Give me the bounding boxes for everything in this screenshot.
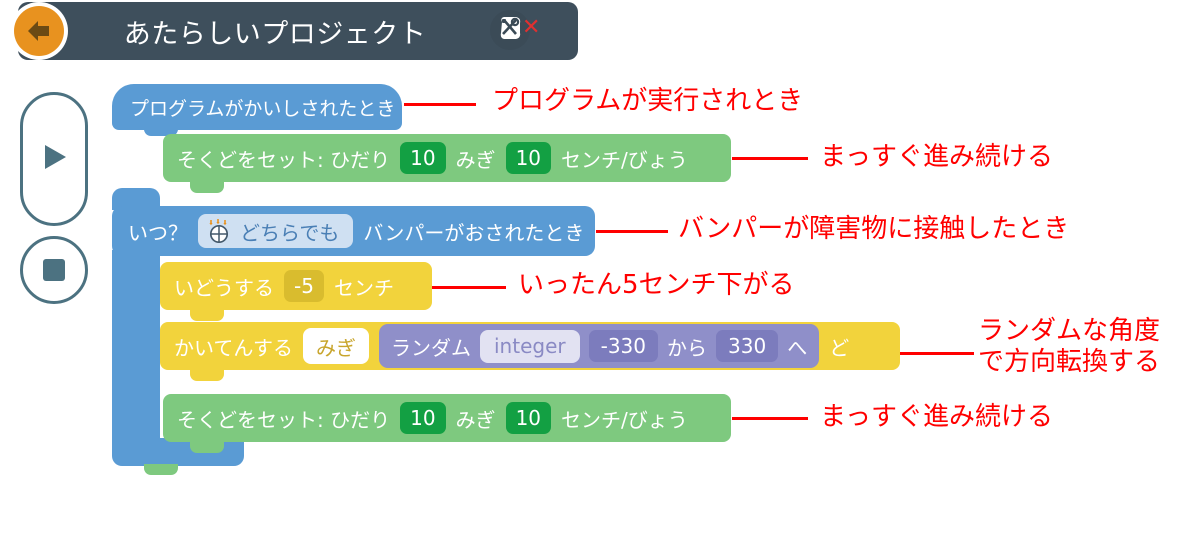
- when-sensor-value: どちらでも: [240, 220, 340, 245]
- annotation-5: ランダムな角度 で方向転換する: [978, 316, 1160, 377]
- leader-line-3: [596, 230, 668, 233]
- block-set-speed-2[interactable]: そくどをセット: ひだり 10 みぎ 10 センチ/びょう: [163, 394, 731, 442]
- leader-line-6: [732, 417, 808, 420]
- when-block-row: いつ？ どちらでも バンパーがおされたとき: [128, 214, 584, 248]
- close-icon[interactable]: ✕: [522, 15, 541, 40]
- tools-button[interactable]: [490, 10, 530, 50]
- turn-label: かいてんする: [174, 335, 293, 360]
- hat-block-notch: [144, 124, 178, 136]
- stop-button[interactable]: [20, 236, 88, 304]
- play-button[interactable]: [20, 92, 88, 226]
- when-block-lip: [112, 188, 160, 210]
- set-speed-2-left-input[interactable]: 10: [400, 402, 446, 434]
- leader-line-1: [404, 103, 476, 106]
- when-block-arm: [112, 250, 160, 444]
- stack-bottom-notch: [144, 464, 178, 475]
- when-block-foot: [112, 438, 244, 466]
- random-to-input[interactable]: 330: [716, 330, 779, 362]
- leader-line-5: [900, 352, 974, 355]
- leader-line-4: [432, 286, 506, 289]
- when-sensor-dropdown[interactable]: どちらでも: [198, 214, 354, 248]
- annotation-5-line2: で方向転換する: [978, 346, 1161, 377]
- block-move[interactable]: いどうする -5 センチ: [160, 262, 432, 310]
- move-unit: センチ: [333, 275, 394, 300]
- set-speed-2-notch: [190, 442, 224, 453]
- annotation-4: いったん5センチ下がる: [518, 270, 795, 300]
- set-speed-2-right-input[interactable]: 10: [505, 402, 552, 434]
- back-arrow-icon: [25, 18, 53, 44]
- block-set-speed-1[interactable]: そくどをセット: ひだり 10 みぎ 10 センチ/びょう: [163, 134, 731, 182]
- bumper-icon: [206, 218, 232, 244]
- turn-direction-dropdown[interactable]: みぎ: [303, 328, 369, 364]
- move-distance-input[interactable]: -5: [284, 270, 324, 302]
- block-turn[interactable]: かいてんする みぎ ランダム integer -330 から 330 へ ど: [160, 322, 900, 370]
- tools-icon: [497, 15, 523, 45]
- random-to-label: へ: [787, 335, 808, 360]
- when-event-label: バンパーがおされたとき: [363, 220, 585, 245]
- move-label: いどうする: [174, 275, 274, 300]
- annotation-1: プログラムが実行されとき: [492, 86, 804, 116]
- annotation-2: まっすぐ進み続ける: [820, 142, 1053, 172]
- move-block-notch: [190, 310, 224, 321]
- block-when-program-started[interactable]: プログラムがかいしされたとき: [112, 84, 402, 130]
- random-from-label: から: [667, 335, 707, 360]
- block-random-operator[interactable]: ランダム integer -330 から 330 へ: [379, 324, 820, 368]
- random-label: ランダム: [391, 335, 471, 360]
- set-speed-2-label: そくどをセット: ひだり: [177, 407, 391, 432]
- annotation-6: まっすぐ進み続ける: [820, 402, 1053, 432]
- leader-line-2: [732, 157, 808, 160]
- annotation-3: バンパーが障害物に接触したとき: [678, 214, 1070, 244]
- turn-unit: ど: [829, 335, 850, 360]
- hat-block-label: プログラムがかいしされたとき: [130, 97, 396, 120]
- project-header-bar: [18, 2, 578, 60]
- block-when-bumper-pressed[interactable]: [112, 206, 595, 256]
- set-speed-1-notch: [190, 182, 224, 193]
- play-icon: [37, 140, 71, 178]
- set-speed-label: そくどをセット: ひだり: [177, 147, 391, 172]
- random-from-input[interactable]: -330: [588, 330, 658, 362]
- annotation-5-line1: ランダムな角度: [978, 316, 1161, 346]
- stop-icon: [43, 259, 65, 281]
- random-type-dropdown[interactable]: integer: [480, 329, 580, 363]
- back-button[interactable]: [14, 6, 64, 56]
- set-speed-right-label: みぎ: [455, 147, 496, 172]
- page-title: あたらしいプロジェクト: [123, 18, 427, 50]
- set-speed-2-right-label: みぎ: [455, 407, 496, 432]
- when-block-label: いつ？: [128, 220, 188, 245]
- set-speed-right-input[interactable]: 10: [505, 142, 552, 174]
- set-speed-unit: センチ/びょう: [561, 147, 688, 172]
- turn-block-notch: [190, 370, 224, 381]
- set-speed-2-unit: センチ/びょう: [561, 407, 688, 432]
- set-speed-left-input[interactable]: 10: [400, 142, 446, 174]
